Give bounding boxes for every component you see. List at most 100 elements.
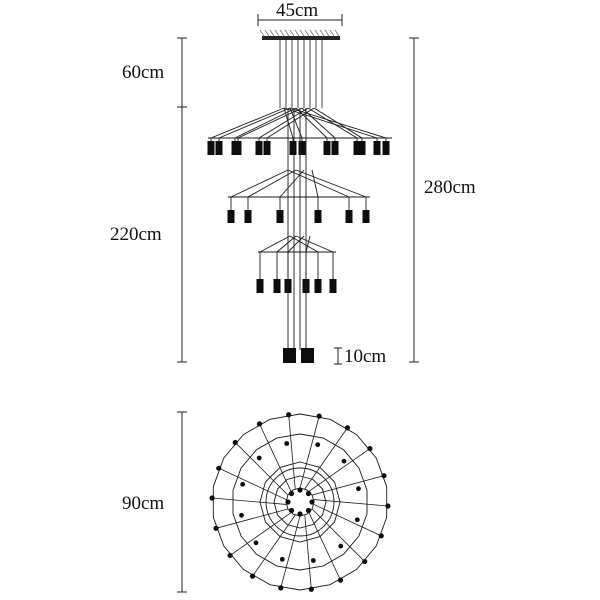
total-height-label: 280cm [424, 177, 476, 198]
tier-arm [283, 107, 378, 139]
plan-lamp-dot [249, 573, 256, 579]
plan-lamp-dot [367, 445, 373, 452]
plan-lamp-dot [354, 517, 360, 523]
lamp-shade [227, 210, 235, 223]
plan-lamp-dot [338, 543, 344, 549]
plan-lamp-dot [279, 556, 285, 562]
lamp-shade [289, 141, 297, 155]
tier-3-bottom [256, 235, 337, 293]
plan-lamp-dot [213, 525, 219, 531]
plan-lamp-dot [256, 455, 262, 461]
plan-spoke [218, 467, 287, 500]
lamp-shade [255, 141, 263, 155]
plan-lamp-dot [216, 465, 222, 471]
diameter-label: 90cm [122, 493, 164, 514]
plan-spoke [308, 512, 341, 581]
plan-lamp-dot [305, 490, 312, 497]
tier-arm [283, 107, 294, 139]
plan-spoke [312, 475, 385, 496]
lamp-shade [256, 279, 264, 293]
lamp-shade [362, 210, 370, 223]
plan-spoke [304, 427, 348, 490]
tier-arm [218, 107, 291, 139]
plan-lamp-dot [285, 499, 291, 505]
plan-lamp-dot [362, 558, 368, 565]
plan-spoke [212, 497, 287, 505]
plan-lamp-dot [344, 425, 351, 431]
tier-arm [287, 169, 350, 198]
lamp-shade [276, 210, 284, 223]
plan-ring [259, 461, 341, 543]
tier-2-middle [227, 169, 370, 223]
lamp-shade [382, 141, 390, 155]
plan-lamp-dot [288, 507, 295, 514]
plan-view [209, 412, 391, 592]
lamp-shade [331, 141, 339, 155]
tier-arm [295, 235, 334, 253]
top-drop-label: 60cm [122, 62, 164, 83]
tier-arm [210, 107, 285, 139]
lamp-shade [314, 279, 322, 293]
plan-lamp-dot [297, 487, 303, 493]
plan-lamp-dot [288, 490, 295, 497]
plan-ring [265, 467, 335, 537]
plan-lamp-dot [316, 413, 322, 419]
lamp-shade [301, 348, 314, 363]
side-elevation [207, 40, 392, 363]
plan-spoke [229, 512, 292, 556]
lamp-shade [323, 141, 331, 155]
plan-lamp-dot [378, 533, 384, 539]
plan-lamp-dot [385, 503, 391, 509]
plan-spoke [299, 416, 320, 489]
plan-spoke [288, 414, 296, 489]
plan-spoke [311, 508, 366, 562]
tier-arm [307, 107, 358, 139]
plan-lamp-dot [227, 552, 233, 559]
plan-lamp-dot [315, 442, 321, 448]
plan-spoke [259, 423, 292, 492]
plan-spoke [215, 508, 288, 529]
bottom-extension-label: 10cm [344, 346, 386, 367]
plan-spoke [252, 514, 296, 577]
plan-lamp-dot [310, 558, 316, 563]
ceiling-canopy [259, 29, 340, 40]
canopy-width-label: 45cm [276, 0, 318, 21]
body-height-label: 220cm [110, 224, 162, 245]
plan-spokes [212, 414, 388, 590]
plan-ring [273, 475, 327, 529]
tier-arm [295, 169, 367, 198]
plan-spoke [313, 499, 388, 507]
plan-lamp-dot [309, 499, 315, 505]
lamp-shade [283, 348, 296, 363]
plan-lamp-dot [308, 586, 314, 592]
plan-lamp-dot [305, 507, 312, 514]
plan-lamp-dot [297, 511, 303, 517]
plan-lamp-dot [232, 439, 238, 446]
lamp-shade [353, 141, 361, 155]
plan-lamp-dot [209, 495, 215, 501]
lamp-shade [244, 210, 252, 223]
tier-arm [311, 169, 319, 198]
plan-lamp-dot [341, 458, 347, 464]
plan-spoke [234, 442, 289, 496]
lamp-shade [234, 141, 242, 155]
tier-arm [247, 169, 297, 198]
tier-arm [276, 235, 297, 253]
tier-arm [237, 107, 303, 139]
plan-ring [232, 433, 368, 571]
plan-lamp-dot [278, 585, 284, 591]
dimension-lines [177, 14, 419, 593]
plan-lamp-dot [284, 441, 290, 446]
lamp-shade [207, 141, 215, 155]
plan-lamp-dot [239, 512, 244, 518]
central-drops [283, 108, 314, 363]
plan-lamp-dot [240, 481, 246, 487]
plan-lamp-dot [356, 486, 361, 492]
plan-lamp-dot [253, 540, 259, 546]
plan-lamp-dot [286, 412, 292, 418]
tier-arm [230, 169, 289, 198]
plan-rings [212, 413, 388, 591]
plan-lamp-dot [337, 577, 344, 583]
lamp-shade [215, 141, 223, 155]
